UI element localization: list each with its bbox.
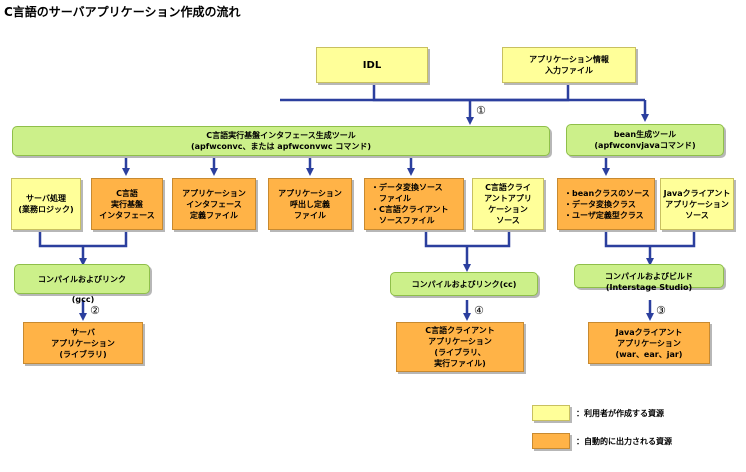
bean-generator-tool-line-1: (apfwconvjavaコマンド) (594, 141, 696, 150)
app-call-def-note-line-1: 呼出し定義 (290, 199, 330, 209)
compile-gcc-sub: (gcc) (71, 294, 95, 304)
connector-appinfo (470, 82, 570, 102)
server-logic-note-line-1: (業務ロジック) (18, 205, 74, 214)
c-client-application-note-line-2: (ライブラリ、 (434, 348, 486, 357)
server-logic-note: サーバ処理 (業務ロジック) (11, 178, 81, 230)
java-client-source-note-line-1: アプリケーション (665, 199, 729, 209)
marker-4: ④ (474, 304, 484, 317)
c-client-source-note-line-3: ソース (496, 216, 520, 225)
connector-client-merge (424, 230, 511, 248)
java-client-application-note: Javaクライアントアプリケーション(war、ear、jar) (588, 322, 710, 364)
c-client-source-note: C言語クライアントアプリケーションソース (472, 178, 544, 230)
c-client-source-note-line-2: ケーション (488, 205, 528, 214)
bean-class-source-note-line-0: ・beanクラスのソース (564, 188, 650, 198)
c-client-application-note: C言語クライアントアプリケーション (ライブラリ、実行ファイル) (396, 322, 524, 372)
java-client-application-note-line-2: (war、ear、jar) (615, 349, 683, 359)
app-interface-def-note-line-2: 定義ファイル (190, 210, 238, 220)
app-interface-def-note-line-1: インタフェース (186, 199, 242, 209)
diagram-title: C言語のサーバアプリケーション作成の流れ (4, 5, 241, 19)
idl-note-line-0: IDL (362, 59, 382, 71)
compile-link-gcc: コンパイルおよびリンク (14, 264, 150, 294)
legend-user-swatch (532, 405, 570, 421)
data-conversion-source-note-line-3: ソースファイル (371, 216, 435, 225)
c-exec-interface-note: C言語実行基盤インタフェース (91, 178, 163, 230)
c-client-application-note-line-1: アプリケーション (428, 337, 492, 346)
compile-build-sub-line-0: (Interstage Studio) (605, 282, 693, 292)
bean-class-source-note-line-1: ・データ変換クラス (564, 199, 636, 209)
server-application-note-line-2: (ライブラリ) (59, 349, 107, 359)
idl-note: IDL (316, 47, 428, 83)
compile-gcc-label: コンパイルおよびリンク (38, 274, 126, 284)
compile-build: コンパイルおよびビルド (574, 264, 724, 288)
data-conversion-source-note: ・データ変換ソース ファイル・C言語クライアント ソースファイル (364, 178, 464, 230)
bean-generator-tool-line-0: bean生成ツール (613, 130, 677, 139)
marker-1: ① (476, 104, 486, 117)
c-interface-generator-tool-line-0: C言語実行基盤インタフェース生成ツール (206, 131, 356, 140)
data-conversion-source-note-line-1: ファイル (371, 194, 411, 203)
legend-auto-swatch (532, 433, 570, 449)
java-client-source-note-line-0: Javaクライアント (663, 188, 731, 198)
c-exec-interface-note-line-0: C言語 (116, 188, 138, 198)
appinfo-note-line-1: 入力ファイル (545, 66, 593, 75)
server-application-note-line-0: サーバ (71, 327, 95, 337)
java-client-source-note: Javaクライアントアプリケーションソース (660, 178, 734, 230)
server-application-note-line-1: アプリケーション (51, 338, 115, 348)
c-interface-generator-tool: C言語実行基盤インタフェース生成ツール (apfwconvc、または apfwco… (12, 126, 550, 156)
appinfo-note: アプリケーション情報入力ファイル (502, 47, 636, 83)
compile-link-cc-line-0: コンパイルおよびリンク(cc) (411, 279, 517, 289)
c-client-source-note-line-1: アントアプリ (484, 194, 532, 203)
marker-3: ③ (656, 304, 666, 317)
app-call-def-note-line-2: ファイル (294, 210, 326, 220)
c-client-application-note-line-3: 実行ファイル) (434, 359, 486, 368)
compile-link-cc: コンパイルおよびリンク(cc) (390, 272, 538, 296)
marker-2: ② (90, 304, 100, 317)
server-application-note: サーバアプリケーション(ライブラリ) (23, 322, 143, 364)
app-call-def-note-line-0: アプリケーション (278, 188, 342, 198)
app-interface-def-note-line-0: アプリケーション (182, 188, 246, 198)
connector-java-merge (604, 230, 696, 248)
bean-class-source-note-line-2: ・ユーザ定義型クラス (564, 210, 644, 220)
bean-generator-tool: bean生成ツール (apfwconvjavaコマンド) (566, 124, 724, 156)
c-interface-generator-tool-line-1: (apfwconvc、または apfwconvwc コマンド) (190, 142, 372, 151)
data-conversion-source-note-line-0: ・データ変換ソース (371, 183, 443, 192)
connector-server-merge (38, 230, 128, 248)
compile-build-sub: (Interstage Studio) (600, 281, 698, 293)
data-conversion-source-note-line-2: ・C言語クライアント (371, 205, 449, 214)
legend-auto-label: ：自動的に出力される資源 (576, 437, 672, 446)
connector-idl (372, 82, 470, 102)
c-client-application-note-line-0: C言語クライアント (425, 326, 495, 335)
java-client-application-note-line-0: Javaクライアント (615, 327, 683, 337)
server-logic-note-line-0: サーバ処理 (26, 194, 66, 203)
c-exec-interface-note-line-1: 実行基盤 (111, 199, 143, 209)
c-client-source-note-line-0: C言語クライ (485, 183, 531, 192)
app-call-def-note: アプリケーション呼出し定義ファイル (268, 178, 352, 230)
java-client-source-note-line-2: ソース (685, 210, 709, 220)
legend-user-label: ：利用者が作成する資源 (576, 409, 664, 418)
app-interface-def-note: アプリケーションインタフェース定義ファイル (172, 178, 256, 230)
c-exec-interface-note-line-2: インタフェース (99, 210, 155, 220)
bean-class-source-note: ・beanクラスのソース・データ変換クラス・ユーザ定義型クラス (557, 178, 655, 230)
java-client-application-note-line-1: アプリケーション (617, 338, 681, 348)
compile-build-line-0: コンパイルおよびビルド (605, 271, 693, 281)
appinfo-note-line-0: アプリケーション情報 (529, 55, 609, 64)
